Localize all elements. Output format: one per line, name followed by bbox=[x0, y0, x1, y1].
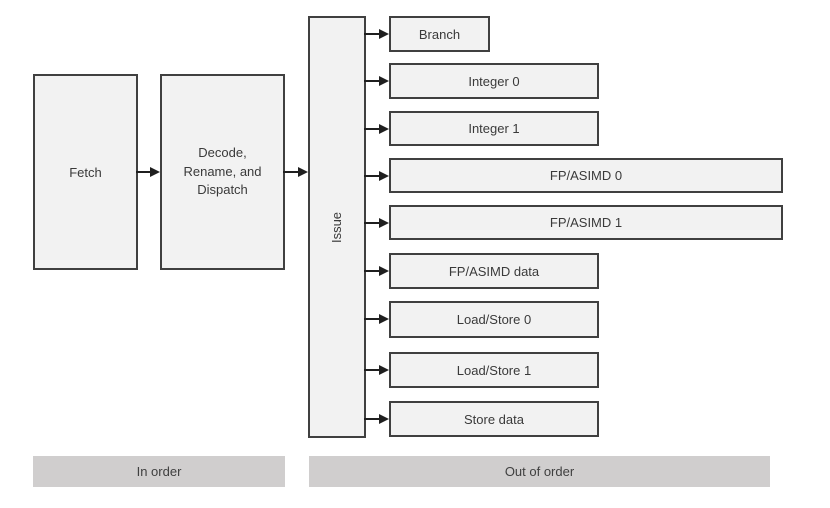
exec-unit-load-store-1: Load/Store 1 bbox=[389, 352, 599, 388]
exec-unit-label: Integer 1 bbox=[468, 121, 520, 136]
exec-unit-label: FP/ASIMD 0 bbox=[549, 168, 623, 183]
exec-unit-fp-asimd-0: FP/ASIMD 0 bbox=[389, 158, 783, 193]
fetch-label: Fetch bbox=[69, 164, 102, 180]
legend-in-order-label: In order bbox=[136, 464, 182, 479]
exec-unit-label: FP/ASIMD 1 bbox=[549, 215, 623, 230]
exec-unit-store-data: Store data bbox=[389, 401, 599, 437]
arrow-issue-to-load-store-1 bbox=[364, 365, 389, 375]
exec-unit-label: FP/ASIMD data bbox=[448, 263, 540, 279]
exec-unit-fp-asimd-1: FP/ASIMD 1 bbox=[389, 205, 783, 240]
exec-unit-load-store-0: Load/Store 0 bbox=[389, 301, 599, 338]
decode-rename-dispatch-box: Decode, Rename, and Dispatch bbox=[160, 74, 285, 270]
legend-out-of-order-label: Out of order bbox=[504, 464, 575, 479]
arrow-issue-to-store-data bbox=[364, 414, 389, 424]
issue-box: Issue bbox=[308, 16, 366, 438]
exec-unit-label: Load/Store 1 bbox=[456, 362, 532, 378]
issue-label: Issue bbox=[329, 211, 345, 243]
arrow-fetch-to-decode bbox=[136, 167, 160, 177]
legend-out-of-order-bar: Out of order bbox=[309, 456, 770, 487]
exec-unit-label: Store data bbox=[464, 411, 524, 427]
arrow-issue-to-fp-asimd-0 bbox=[364, 171, 389, 181]
arrow-issue-to-integer-0 bbox=[364, 76, 389, 86]
arrow-issue-to-load-store-0 bbox=[364, 314, 389, 324]
exec-unit-integer-0: Integer 0 bbox=[389, 63, 599, 99]
exec-unit-fp-asimd-data: FP/ASIMD data bbox=[389, 253, 599, 289]
decode-rename-dispatch-label: Decode, Rename, and Dispatch bbox=[183, 144, 262, 198]
arrow-issue-to-fp-asimd-1 bbox=[364, 218, 389, 228]
legend-in-order-bar: In order bbox=[33, 456, 285, 487]
arrow-decode-to-issue bbox=[283, 167, 308, 177]
exec-unit-integer-1: Integer 1 bbox=[389, 111, 599, 146]
fetch-box: Fetch bbox=[33, 74, 138, 270]
arrow-issue-to-integer-1 bbox=[364, 124, 389, 134]
exec-unit-label: Integer 0 bbox=[468, 73, 520, 89]
exec-unit-branch: Branch bbox=[389, 16, 490, 52]
exec-unit-label: Load/Store 0 bbox=[456, 312, 532, 327]
arrow-issue-to-branch bbox=[364, 29, 389, 39]
exec-unit-label: Branch bbox=[418, 26, 461, 42]
arrow-issue-to-fp-asimd-data bbox=[364, 266, 389, 276]
